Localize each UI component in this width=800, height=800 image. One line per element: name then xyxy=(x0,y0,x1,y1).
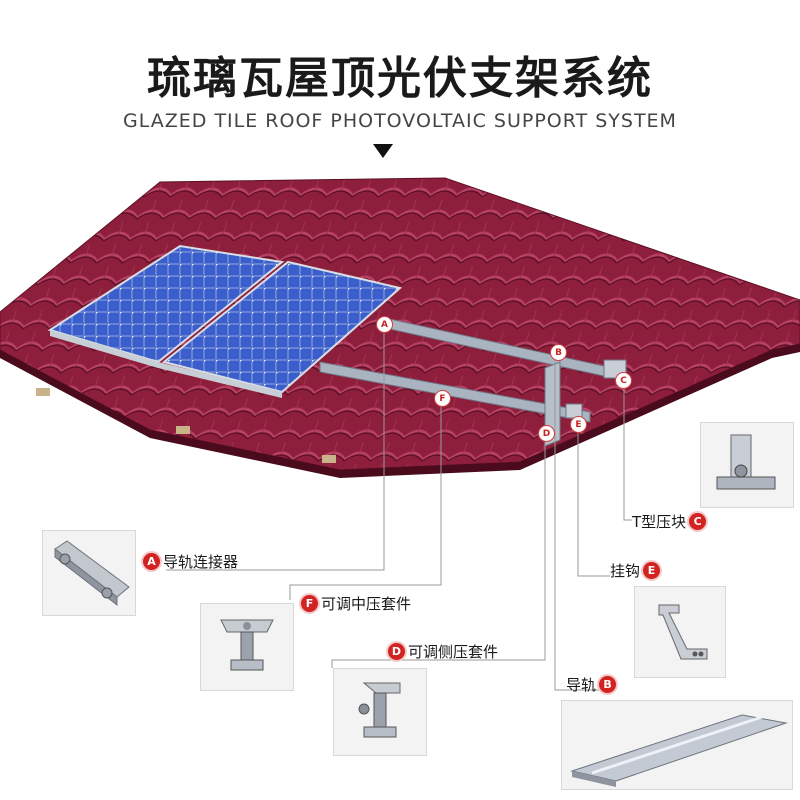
roof-base-2 xyxy=(176,426,190,434)
badge-d: D xyxy=(388,643,405,660)
thumb-adjustable-end-clamp xyxy=(333,668,427,756)
callout-end-clamp: D 可调侧压套件 xyxy=(388,641,498,662)
solar-panels xyxy=(47,244,403,398)
thumb-rail-connector xyxy=(42,530,136,616)
marker-a: A xyxy=(376,316,393,333)
leader-lines xyxy=(166,328,632,691)
roof-edge-shadow xyxy=(0,344,800,478)
panel-frame-side xyxy=(50,330,282,398)
marker-b: B xyxy=(550,344,567,361)
label-rail: 导轨 xyxy=(566,676,597,694)
callout-mid-clamp: F 可调中压套件 xyxy=(301,593,411,614)
page-subtitle: GLAZED TILE ROOF PHOTOVOLTAIC SUPPORT SY… xyxy=(123,110,677,132)
badge-e: E xyxy=(643,562,661,579)
leader-c xyxy=(623,386,632,521)
badge-a: A xyxy=(143,553,160,570)
page-title: 琉璃瓦屋顶光伏支架系统 xyxy=(147,53,653,104)
callout-t-clamp: T型压块 C xyxy=(632,511,707,532)
label-roof-hook: 挂钩 xyxy=(610,562,641,580)
label-mid-clamp: 可调中压套件 xyxy=(321,595,412,613)
roof-hook-icon xyxy=(658,604,708,660)
label-end-clamp: 可调侧压套件 xyxy=(408,643,499,661)
thumb-roof-hook xyxy=(634,586,726,678)
badge-f: F xyxy=(301,595,318,612)
down-arrow-icon xyxy=(373,144,393,158)
badge-c: C xyxy=(689,513,707,530)
roof-base-1 xyxy=(36,388,50,396)
label-rail-connector: 导轨连接器 xyxy=(163,553,239,571)
marker-f: F xyxy=(434,390,451,407)
marker-c: C xyxy=(615,372,632,389)
leader-a xyxy=(166,328,385,571)
marker-e: E xyxy=(570,416,587,433)
thumb-rail xyxy=(561,700,793,790)
t-clamp-icon xyxy=(716,434,776,490)
rail-icon xyxy=(570,714,788,787)
thumb-adjustable-mid-clamp xyxy=(200,603,294,691)
leader-b xyxy=(554,360,600,691)
callout-rail-connector: A 导轨连接器 xyxy=(143,551,238,572)
rail-connector-icon xyxy=(54,540,130,607)
leader-d xyxy=(331,440,546,668)
badge-b: B xyxy=(599,676,617,693)
marker-d: D xyxy=(538,425,555,442)
leader-e xyxy=(577,430,610,577)
label-t-clamp: T型压块 xyxy=(632,513,687,531)
callout-rail: 导轨 B xyxy=(566,674,617,695)
rail-lower xyxy=(319,361,591,423)
leader-f xyxy=(289,405,442,600)
callout-roof-hook: 挂钩 E xyxy=(610,560,661,581)
mid-clamp-icon xyxy=(220,619,274,671)
solar-panel-right xyxy=(161,260,403,394)
roof-base-3 xyxy=(322,455,336,463)
thumb-t-clamp xyxy=(700,422,794,508)
end-clamp-icon xyxy=(358,682,401,738)
